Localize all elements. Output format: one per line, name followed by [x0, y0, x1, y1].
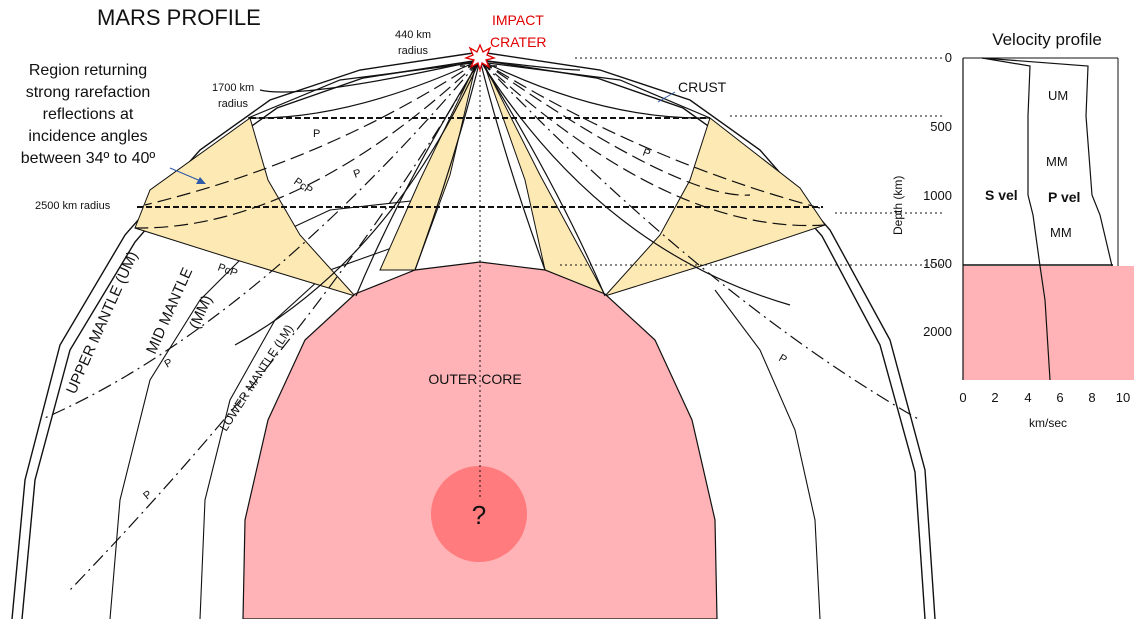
ray-label-p: P: [313, 128, 320, 140]
ray-path: [39, 59, 481, 421]
impact-star-icon: [463, 43, 497, 73]
annotation-arrow: [169, 167, 204, 183]
s-vel-label: S vel: [985, 187, 1018, 203]
radius-lines: [137, 57, 945, 266]
x-tick: 6: [1056, 390, 1063, 405]
annotation-line5: between 34º to 40º: [21, 150, 156, 167]
impact-label-line2: CRATER: [490, 34, 547, 50]
annotation-line2: strong rarefaction: [26, 84, 151, 101]
page-title: MARS PROFILE: [97, 5, 261, 30]
ray-path: [479, 59, 581, 71]
ray-paths: [39, 59, 921, 591]
ray-path: [414, 59, 481, 271]
ray-label-pcp: PcP: [291, 176, 314, 197]
ray-label-p: P: [163, 357, 175, 371]
mid-mantle-label-line1: MID MANTLE: [143, 265, 196, 356]
right-shell-inner: [714, 289, 821, 619]
s-velocity-curve: [981, 57, 1051, 381]
y-tick: 2000: [923, 324, 952, 339]
x-tick: 0: [959, 390, 966, 405]
radius-440-line2: radius: [398, 45, 428, 57]
x-tick: 2: [991, 390, 998, 405]
velocity-profile-panel: Velocity profile UM MM MM S vel P vel De…: [891, 30, 1134, 430]
mm-label-1: MM: [1046, 154, 1068, 169]
radius-2500-label: 2500 km radius: [35, 200, 111, 212]
p-velocity-curve: [981, 57, 1113, 267]
p-vel-label: P vel: [1048, 189, 1080, 205]
y-tick: 1500: [923, 256, 952, 271]
outer-core-label: OUTER CORE: [428, 371, 521, 387]
y-tick: 0: [945, 50, 952, 65]
x-ticks: 0 2 4 6 8 10: [959, 390, 1130, 405]
annotation-line3: reflections at: [43, 106, 134, 123]
mid-upper-boundary: [109, 199, 421, 619]
ray-path: [479, 59, 606, 297]
ray-label-p: P: [141, 488, 154, 502]
ray-path: [479, 59, 751, 196]
ray-path: [479, 59, 791, 306]
radius-1700-line1: 1700 km: [212, 82, 254, 94]
inner-core-label: ?: [472, 500, 486, 530]
ray-path: [134, 59, 481, 229]
y-tick: 500: [930, 119, 952, 134]
annotation-text: Region returning strong rarefaction refl…: [21, 62, 156, 167]
ray-path: [479, 59, 546, 271]
ray-path: [479, 59, 826, 227]
annotation-line1: Region returning: [29, 62, 147, 79]
ray-label-p: P: [641, 147, 652, 161]
inner-core: [431, 466, 527, 562]
x-axis-label: km/sec: [1029, 416, 1067, 430]
crust-pointer: [657, 91, 676, 103]
y-ticks: 0 500 1000 1500 2000: [923, 50, 952, 339]
x-tick: 8: [1088, 390, 1095, 405]
radius-1700-line2: radius: [218, 98, 248, 110]
ray-path: [259, 59, 481, 93]
ray-path: [234, 59, 481, 346]
impact-label-line1: IMPACT: [492, 12, 544, 28]
radius-440-line1: 440 km: [395, 29, 431, 41]
ray-path: [479, 59, 821, 209]
shaded-center-right: [483, 63, 607, 297]
ray-path: [144, 59, 481, 206]
annotation-arrow-head: [196, 177, 206, 184]
ray-label-p: P: [352, 167, 363, 181]
x-tick: 10: [1116, 390, 1130, 405]
y-tick: 1000: [923, 188, 952, 203]
ray-path: [355, 59, 481, 297]
ray-path: [479, 59, 921, 421]
um-label: UM: [1048, 88, 1068, 103]
y-axis-label: Depth (km): [891, 176, 905, 235]
annotation-line4: incidence angles: [28, 128, 147, 145]
shaded-center-left: [379, 63, 477, 271]
mm-label-2: MM: [1050, 225, 1072, 240]
crust-label: CRUST: [678, 79, 727, 95]
ray-label-p: P: [777, 352, 789, 366]
ray-path: [69, 59, 481, 591]
ray-path: [249, 59, 481, 119]
x-tick: 4: [1024, 390, 1031, 405]
mid-mantle-label-line2: (MM): [186, 293, 216, 332]
velocity-profile-title: Velocity profile: [992, 30, 1102, 49]
